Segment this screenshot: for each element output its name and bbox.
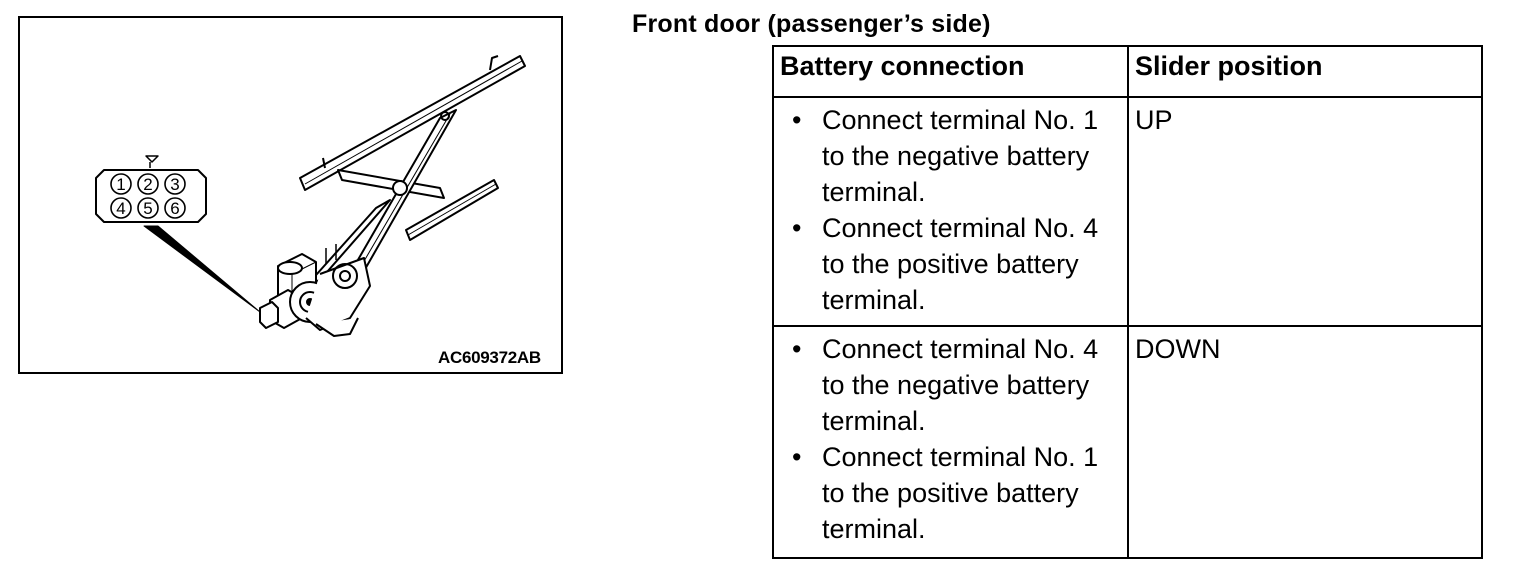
regulator-figure: 1 2 3 4 5 6 AC609372AB (18, 16, 563, 374)
connector-pin-1: 1 (110, 173, 132, 195)
svg-text:2: 2 (143, 175, 152, 194)
battery-connection-cell: Connect terminal No. 4 to the negative b… (772, 325, 1129, 559)
battery-connection-cell: Connect terminal No. 1 to the negative b… (772, 96, 1129, 327)
connector-pin-4: 4 (110, 197, 132, 219)
svg-text:1: 1 (116, 175, 125, 194)
figure-id-label: AC609372AB (438, 348, 541, 367)
svg-text:3: 3 (170, 175, 179, 194)
step-list: Connect terminal No. 1 to the negative b… (780, 102, 1121, 318)
header-battery-connection: Battery connection (772, 45, 1129, 98)
section-title: Front door (passenger’s side) (632, 10, 991, 38)
connector-pin-3: 3 (164, 173, 186, 195)
header-slider-position: Slider position (1127, 45, 1483, 98)
step-list: Connect terminal No. 4 to the negative b… (780, 331, 1121, 547)
battery-connection-table: Battery connection Slider position Conne… (772, 45, 1483, 559)
table-row: Connect terminal No. 1 to the negative b… (772, 96, 1483, 327)
table-row: Connect terminal No. 4 to the negative b… (772, 325, 1483, 559)
svg-text:6: 6 (170, 199, 179, 218)
table-header-row: Battery connection Slider position (772, 45, 1483, 98)
svg-text:4: 4 (116, 199, 125, 218)
connector-pin-5: 5 (137, 197, 159, 219)
list-item: Connect terminal No. 1 to the negative b… (780, 102, 1121, 210)
list-item: Connect terminal No. 4 to the positive b… (780, 210, 1121, 318)
connector-pin-2: 2 (137, 173, 159, 195)
slider-position-cell: UP (1127, 96, 1483, 327)
connector-pin-6: 6 (164, 197, 186, 219)
list-item: Connect terminal No. 4 to the negative b… (780, 331, 1121, 439)
list-item: Connect terminal No. 1 to the positive b… (780, 439, 1121, 547)
window-regulator-illustration: 1 2 3 4 5 6 (95, 55, 526, 337)
slider-position-cell: DOWN (1127, 325, 1483, 559)
svg-text:5: 5 (143, 199, 152, 218)
